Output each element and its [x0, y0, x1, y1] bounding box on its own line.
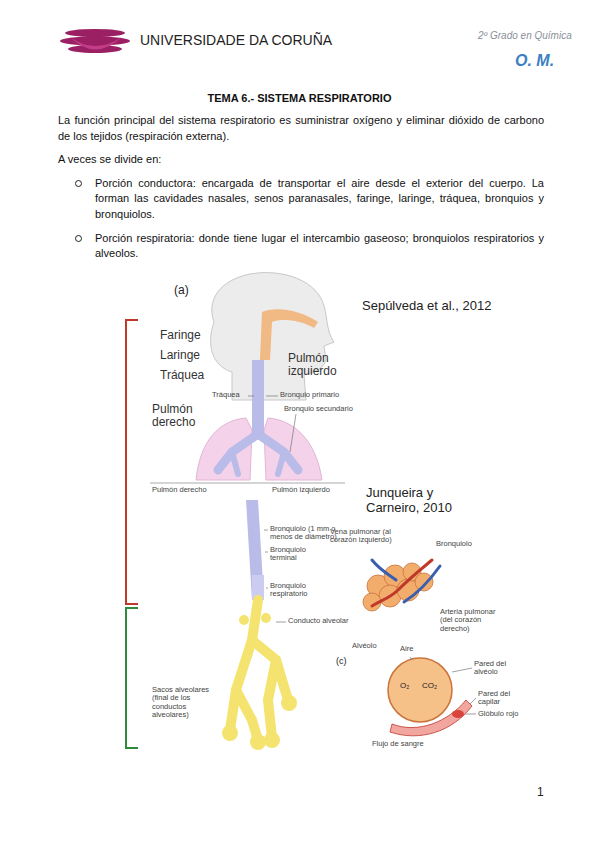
section-divider: [150, 483, 345, 484]
bronchial-tree: [218, 434, 298, 474]
course-name: 2º Grado en Química: [478, 30, 588, 41]
part-name: Faringe: [160, 329, 215, 342]
leader-lines: [410, 657, 476, 714]
part-name: Pulmón izquierdo: [288, 352, 350, 379]
alveolar-sacs: [222, 613, 297, 750]
figure-source: Junqueira y Carneiro, 2010: [366, 486, 476, 515]
body-text: La función principal del sistema respira…: [58, 114, 544, 142]
part-name: Pared del capilar: [478, 690, 524, 707]
gas-symbol: O₂: [400, 682, 416, 691]
bullet-marker: [75, 180, 82, 187]
gas-symbol: CO₂: [422, 682, 442, 691]
bullet-item: Porción respiratoria: donde tiene lugar …: [58, 231, 544, 262]
bullet-marker: [75, 235, 82, 242]
panel-letter: (a): [174, 284, 204, 297]
page-number: 1: [537, 786, 557, 799]
alveolus: [388, 658, 452, 722]
part-name: Pulmón izquierdo: [272, 486, 338, 494]
page-title: TEMA 6.- SISTEMA RESPIRATORIO: [0, 92, 599, 104]
part-name: Arteria pulmonar (del corazón derecho): [440, 608, 510, 633]
pulmonary-vessels: [372, 560, 440, 606]
part-name: Pulmón derecho: [152, 486, 212, 494]
part-name: Bronquio primario: [280, 391, 360, 399]
figure-source: Sepúlveda et al., 2012: [362, 299, 512, 314]
part-name: Pared del alvéolo: [474, 660, 520, 677]
part-name: Tráquea: [160, 369, 215, 382]
panel-letter: (c): [336, 656, 352, 666]
bronchiole-tube: [246, 500, 264, 600]
part-name: Bronquiolo respiratorio: [270, 582, 330, 599]
part-name: Tráquea: [212, 391, 248, 399]
part-name: Flujo de sangre: [372, 740, 434, 748]
trachea: [252, 360, 264, 436]
alveolar-ducts: [230, 600, 288, 740]
university-logo: [60, 29, 130, 53]
part-name: Glóbulo rojo: [478, 710, 528, 718]
body-paragraph: A veces se divide en:: [58, 152, 544, 168]
respiratory-bracket: [126, 608, 138, 748]
body-text: Porción conductora: encargada de transpo…: [95, 177, 544, 220]
red-blood-cell: [452, 710, 464, 718]
part-name: Conducto alveolar: [288, 617, 364, 625]
part-name: Laringe: [160, 349, 215, 362]
part-name: Vena pulmonar (al corazón izquierdo): [330, 528, 410, 545]
part-name: Bronquiolo terminal: [270, 546, 328, 563]
part-name: Pulmón derecho: [152, 403, 200, 430]
body-text: A veces se divide en:: [58, 153, 161, 165]
conducting-bracket: [126, 320, 138, 604]
part-name: Alvéolo: [352, 642, 392, 650]
body-text: Porción respiratoria: donde tiene lugar …: [95, 232, 544, 260]
part-name: Bronquio secundario: [284, 405, 364, 413]
author-initials: O. M.: [515, 52, 585, 70]
university-name: UNIVERSIDADE DA CORUÑA: [140, 33, 340, 49]
bullet-item: Porción conductora: encargada de transpo…: [58, 176, 544, 223]
head-silhouette: [211, 273, 334, 400]
part-name: Aire: [400, 645, 424, 653]
part-name: Bronquiolo: [436, 540, 486, 548]
body-paragraph: La función principal del sistema respira…: [58, 113, 544, 144]
part-name: Sacos alveolares (final de los conductos…: [152, 686, 222, 720]
